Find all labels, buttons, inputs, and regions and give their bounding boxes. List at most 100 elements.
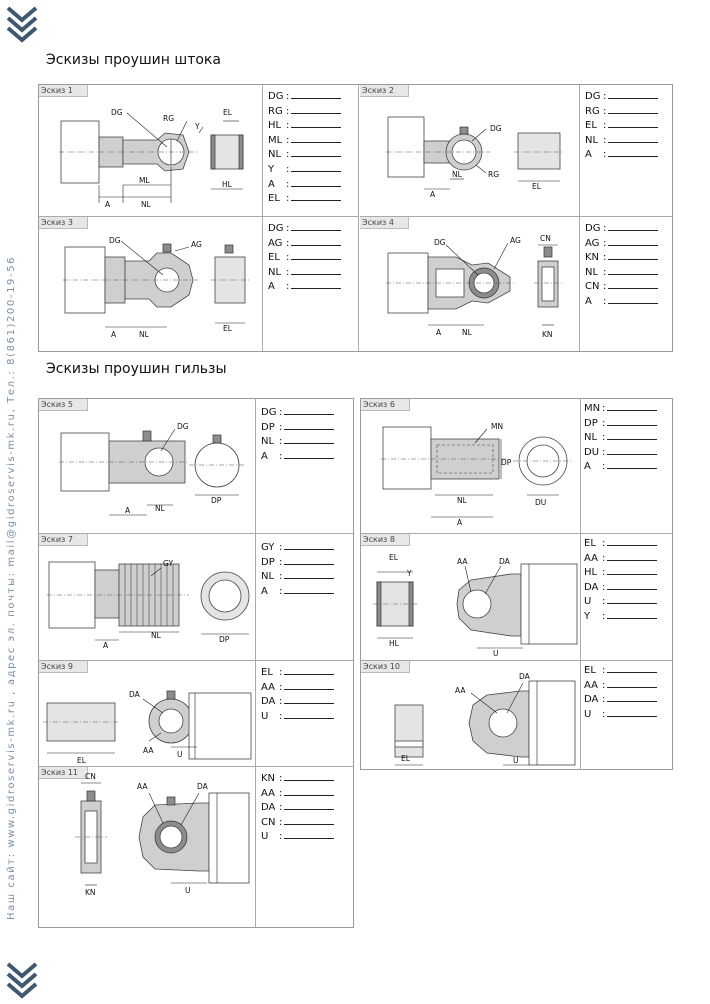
param-input-line[interactable]	[291, 221, 342, 231]
param-input-line[interactable]	[291, 118, 342, 129]
param-input-line[interactable]	[291, 133, 342, 143]
param-input-line[interactable]	[608, 294, 659, 304]
param-input-line[interactable]	[284, 569, 335, 580]
s6-du: DU	[535, 498, 546, 507]
param-input-line[interactable]	[291, 147, 342, 158]
param-input-line[interactable]	[284, 800, 335, 811]
sketch-6-label: Эскиз 6	[361, 399, 410, 411]
param-row: Y:	[584, 609, 658, 624]
param-input-line[interactable]	[607, 707, 658, 717]
param-colon: :	[279, 696, 283, 708]
param-label: A	[584, 461, 591, 473]
param-input-line[interactable]	[284, 555, 335, 565]
param-colon: :	[279, 571, 283, 583]
chevron-logo-bottom	[6, 962, 38, 999]
sketch-1-drawing: DG RG Y EL ML A NL HL	[59, 108, 244, 209]
param-input-line[interactable]	[291, 89, 342, 99]
param-input-line[interactable]	[284, 665, 335, 675]
param-input-line[interactable]	[291, 265, 342, 275]
sketch-2-fields: DG:RG:EL:NL:A:	[585, 89, 659, 162]
param-input-line[interactable]	[291, 104, 342, 114]
param-label: A	[261, 450, 268, 462]
param-input-line[interactable]	[291, 162, 342, 172]
param-row: NL:	[585, 265, 659, 280]
s1-y: Y	[194, 122, 200, 131]
param-input-line[interactable]	[608, 250, 659, 261]
param-colon: :	[603, 91, 607, 102]
param-input-line[interactable]	[608, 104, 659, 114]
param-input-line[interactable]	[284, 680, 335, 690]
s3-nl: NL	[139, 330, 150, 339]
param-input-line[interactable]	[284, 434, 335, 445]
sketch-9: Эскиз 9 DA AA EL U	[39, 661, 256, 767]
sketch-11-fields: KN:AA:DA:CN:U:	[261, 771, 335, 844]
param-input-line[interactable]	[284, 449, 335, 459]
s5-dg: DG	[177, 422, 189, 431]
param-input-line[interactable]	[284, 405, 335, 415]
param-input-line[interactable]	[608, 133, 659, 143]
param-row: RG:	[585, 104, 659, 119]
param-input-line[interactable]	[607, 678, 658, 688]
param-input-line[interactable]	[608, 221, 659, 231]
param-input-line[interactable]	[608, 236, 659, 246]
param-colon: :	[279, 436, 283, 448]
param-input-line[interactable]	[607, 594, 658, 605]
param-input-line[interactable]	[607, 401, 658, 411]
param-colon: :	[603, 252, 607, 264]
param-input-line[interactable]	[291, 236, 342, 246]
param-input-line[interactable]	[608, 89, 659, 99]
param-input-line[interactable]	[284, 694, 335, 705]
sketch-3-drawing: DG AG A NL EL	[63, 236, 249, 339]
param-input-line[interactable]	[608, 118, 659, 129]
param-row: DG:	[268, 89, 342, 104]
param-input-line[interactable]	[284, 829, 335, 840]
param-input-line[interactable]	[284, 584, 335, 594]
param-input-line[interactable]	[291, 250, 342, 261]
chevron-logo-top	[6, 6, 38, 43]
param-input-line[interactable]	[284, 540, 335, 550]
sketch-2: Эскиз 2 DG RG A NL EL	[360, 85, 580, 217]
s2-el: EL	[532, 182, 542, 191]
param-row: U:	[261, 709, 335, 724]
s3-a: A	[111, 330, 117, 339]
sketch-11: Эскиз 11 CN AA DA KN U	[39, 767, 256, 927]
param-input-line[interactable]	[607, 445, 658, 455]
s7-gy: GY	[163, 559, 173, 568]
s10-u: U	[513, 756, 519, 765]
param-input-line[interactable]	[608, 279, 659, 290]
param-input-line[interactable]	[607, 416, 658, 426]
s3-el: EL	[223, 324, 233, 333]
param-input-line[interactable]	[608, 147, 659, 158]
param-label: RG	[585, 105, 600, 117]
param-input-line[interactable]	[291, 177, 342, 187]
param-input-line[interactable]	[607, 459, 658, 470]
param-colon: :	[603, 105, 607, 117]
sketch-6-params: MN:DP:NL:DU:A:	[580, 399, 672, 534]
param-input-line[interactable]	[607, 565, 658, 576]
param-colon: :	[286, 91, 290, 102]
param-input-line[interactable]	[284, 815, 335, 825]
param-label: AA	[261, 681, 275, 693]
param-input-line[interactable]	[607, 609, 658, 619]
param-input-line[interactable]	[607, 663, 658, 673]
param-input-line[interactable]	[607, 692, 658, 703]
param-input-line[interactable]	[607, 580, 658, 590]
param-input-line[interactable]	[607, 551, 658, 561]
sketch-1-fields: DG:RG:HL:ML:NL:Y:A:EL:	[268, 89, 342, 206]
param-input-line[interactable]	[284, 420, 335, 430]
param-colon: :	[279, 542, 283, 553]
param-input-line[interactable]	[607, 536, 658, 546]
param-input-line[interactable]	[608, 265, 659, 275]
param-label: A	[261, 585, 268, 597]
sidebar-contacts: Наш сайт: www.gidroservis-mk.ru , адрес …	[4, 130, 24, 920]
param-input-line[interactable]	[284, 771, 335, 781]
s4-kn: KN	[542, 330, 553, 339]
sketch-4-drawing: DG AG CN A NL KN	[386, 234, 564, 339]
param-input-line[interactable]	[291, 279, 342, 290]
param-input-line[interactable]	[291, 191, 342, 202]
param-input-line[interactable]	[284, 786, 335, 796]
param-input-line[interactable]	[607, 430, 658, 441]
param-row: KN:	[585, 250, 659, 265]
param-label: A	[268, 281, 275, 293]
param-input-line[interactable]	[284, 709, 335, 719]
